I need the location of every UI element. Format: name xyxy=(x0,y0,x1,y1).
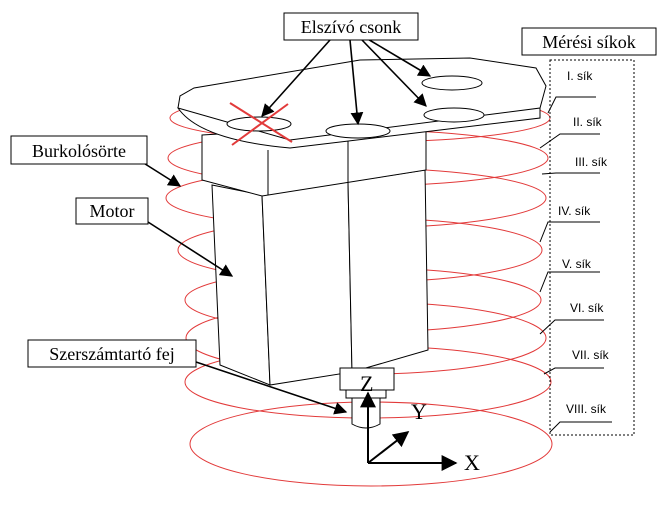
coordinate-axes: Z Y X xyxy=(360,371,480,475)
plane-labels: I. sík II. sík III. sík IV. sík V. sík V… xyxy=(558,69,610,416)
exhaust-pointer-4 xyxy=(365,37,432,77)
motor-body xyxy=(201,121,429,429)
motor-pointer xyxy=(147,221,234,277)
plane-label-7: VII. sík xyxy=(572,348,610,362)
tool-head-label-box xyxy=(27,339,197,368)
brush-pointer xyxy=(141,161,182,187)
plane-label-4: IV. sík xyxy=(558,204,591,218)
planes-title: Mérési síkok xyxy=(542,32,636,52)
axis-y-label: Y xyxy=(411,399,427,424)
plane-leader-5 xyxy=(539,271,600,293)
exhaust-label-box xyxy=(283,12,419,41)
motor-label-box xyxy=(75,197,149,225)
brush-label: Burkolósörte xyxy=(32,141,126,161)
exhaust-label: Elszívó csonk xyxy=(301,17,402,37)
brush-label-box xyxy=(10,135,148,165)
tool-head-pointer xyxy=(195,361,348,415)
exhaust-port-4 xyxy=(421,75,483,91)
plane-label-6: VI. sík xyxy=(570,301,604,315)
exhaust-pointer-3 xyxy=(361,39,427,107)
exhaust-pointer-2 xyxy=(349,39,364,126)
axis-x-label: X xyxy=(464,450,480,475)
blocked-port-cross-b xyxy=(231,103,289,146)
tool-holder-head xyxy=(351,397,381,429)
plane-label-3: III. sík xyxy=(575,155,608,169)
tool-head-label: Szerszámtartó fej xyxy=(49,344,174,364)
boxed-labels: Elszívó csonk Mérési síkok Burkolósörte … xyxy=(10,12,657,368)
exhaust-pointer-1 xyxy=(261,39,331,117)
axis-z-label: Z xyxy=(360,371,373,396)
motor-side-face xyxy=(261,181,353,386)
exhaust-port-2 xyxy=(325,123,391,139)
top-plate xyxy=(177,57,547,149)
exhaust-port-3 xyxy=(423,107,485,123)
plane-leader-7 xyxy=(543,367,604,375)
plane-leader-4 xyxy=(539,221,600,243)
plane-leader-1 xyxy=(547,96,596,114)
plane-label-1: I. sík xyxy=(567,69,593,83)
plane-label-5: V. sík xyxy=(562,257,592,271)
plane-leaders xyxy=(539,96,612,433)
motor-label: Motor xyxy=(90,201,135,221)
blocked-port-cross-a xyxy=(229,102,293,143)
plane-label-2: II. sík xyxy=(573,115,603,129)
plane-leader-8 xyxy=(549,421,612,433)
label-pointers xyxy=(141,37,432,415)
plane-label-8: VIII. sík xyxy=(566,402,607,416)
planes-title-box xyxy=(521,27,657,56)
plane-leader-3 xyxy=(541,172,600,175)
axis-y xyxy=(367,431,410,464)
plane-leader-2 xyxy=(539,133,600,149)
planes-frame xyxy=(549,59,635,436)
motor-front-face xyxy=(211,184,271,386)
motor-right-face xyxy=(347,169,429,373)
plane-leader-6 xyxy=(539,319,604,335)
